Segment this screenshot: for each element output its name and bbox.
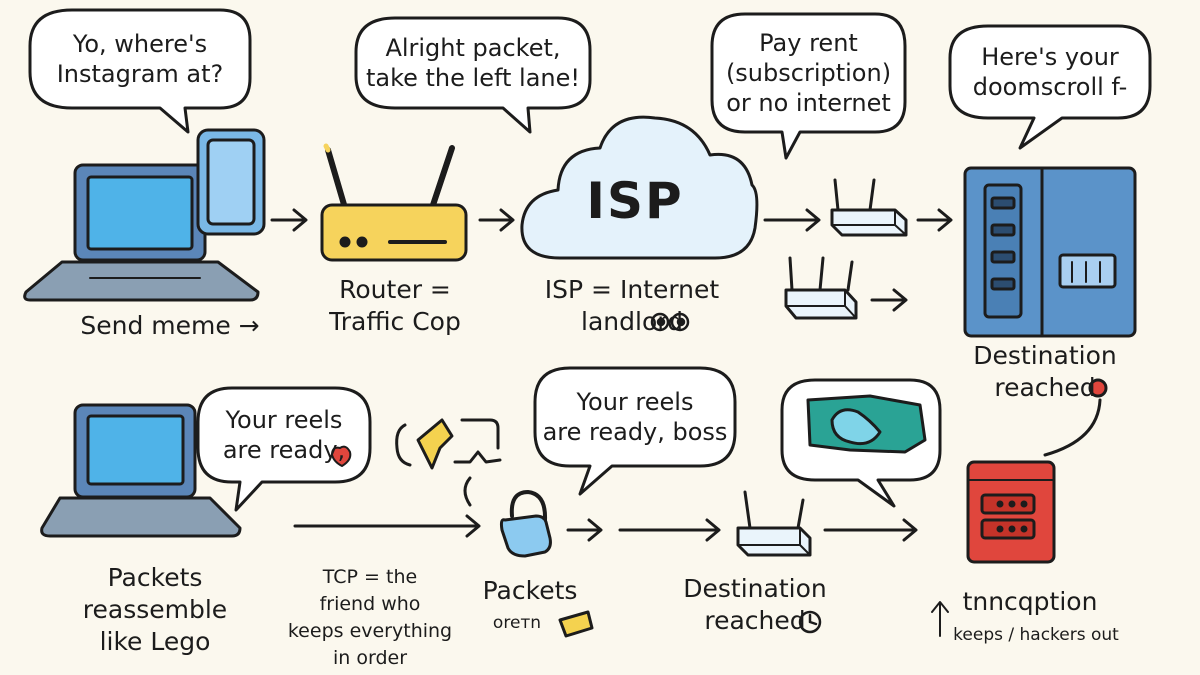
phone-icon [196,128,266,236]
laptop-icon-bottom [40,403,242,538]
bubble-rent-shape [710,12,907,160]
arrow-cloud-minirouter [763,208,821,232]
label-send-meme: Send meme → [80,311,260,340]
bubble-left-lane: Alright packet, take the left lane! [365,34,581,92]
arrow-minirouter2 [870,288,908,312]
clock-icon [798,610,822,634]
bubble-reels-boss: Your reels are ready, boss [542,388,728,446]
red-dot-icon [1088,378,1108,398]
cloud-isp-label: ISP [586,172,684,230]
server-rack-icon [963,166,1137,338]
laptop-icon [23,163,260,302]
bubble-instagram: Yo, where's Instagram at? [56,30,224,88]
bubble-reels-left: Your reels are ready, [222,406,346,464]
arrow-encryption-up [931,601,949,637]
bubble-instagram-shape [28,8,252,134]
bubble-reels-boss-shape [533,366,737,496]
arrow-mid [618,518,721,542]
label-encryption-sub: keeps / hackers out [953,625,1119,645]
map-icon [806,394,927,454]
bubble-reels-left-shape [196,386,372,512]
arrow-minirouter-server [916,208,953,232]
label-packets: Packets [482,576,578,605]
label-packets-sub: oreтn [492,613,542,633]
heart-icon [331,445,352,467]
mini-router-icon-3 [736,490,812,557]
arrow-to-red-server [823,518,918,542]
flow-arrows [270,208,1102,637]
connector-server-line [1043,398,1102,457]
red-server-icon [966,460,1056,564]
packet-block-icon [558,610,594,638]
mini-router-icon-2 [784,256,858,320]
bubble-doomscroll-shape [948,24,1152,150]
bubble-doomscroll: Here's your doomscroll f- [972,43,1128,101]
bubble-rent: Pay rent (subscription) or no internet [725,29,892,117]
arrow-padlock [566,518,603,542]
bubble-left-lane-shape [354,16,592,134]
arrow-bottom-long [293,514,481,538]
label-destination-top: Destination reached [973,341,1117,402]
label-encryption: tnncqption [962,587,1098,616]
label-destination-mid: Destination reached [683,574,827,635]
packet-puzzle-icon [395,418,502,507]
arrow-laptop-router [270,208,308,232]
label-isp: ISP = Internet landlord [544,275,720,336]
label-tcp: TCP = the friend who keeps everything in… [287,566,453,669]
cloud-icon [520,115,759,260]
label-router: Router = Traffic Cop [329,275,461,336]
arrow-router-cloud [478,208,515,232]
router-icon [320,143,468,262]
label-reassemble: Packets reassemble like Lego [82,563,228,656]
eyes-icon [650,312,690,332]
padlock-icon [499,490,552,558]
mini-router-icon [830,178,908,237]
